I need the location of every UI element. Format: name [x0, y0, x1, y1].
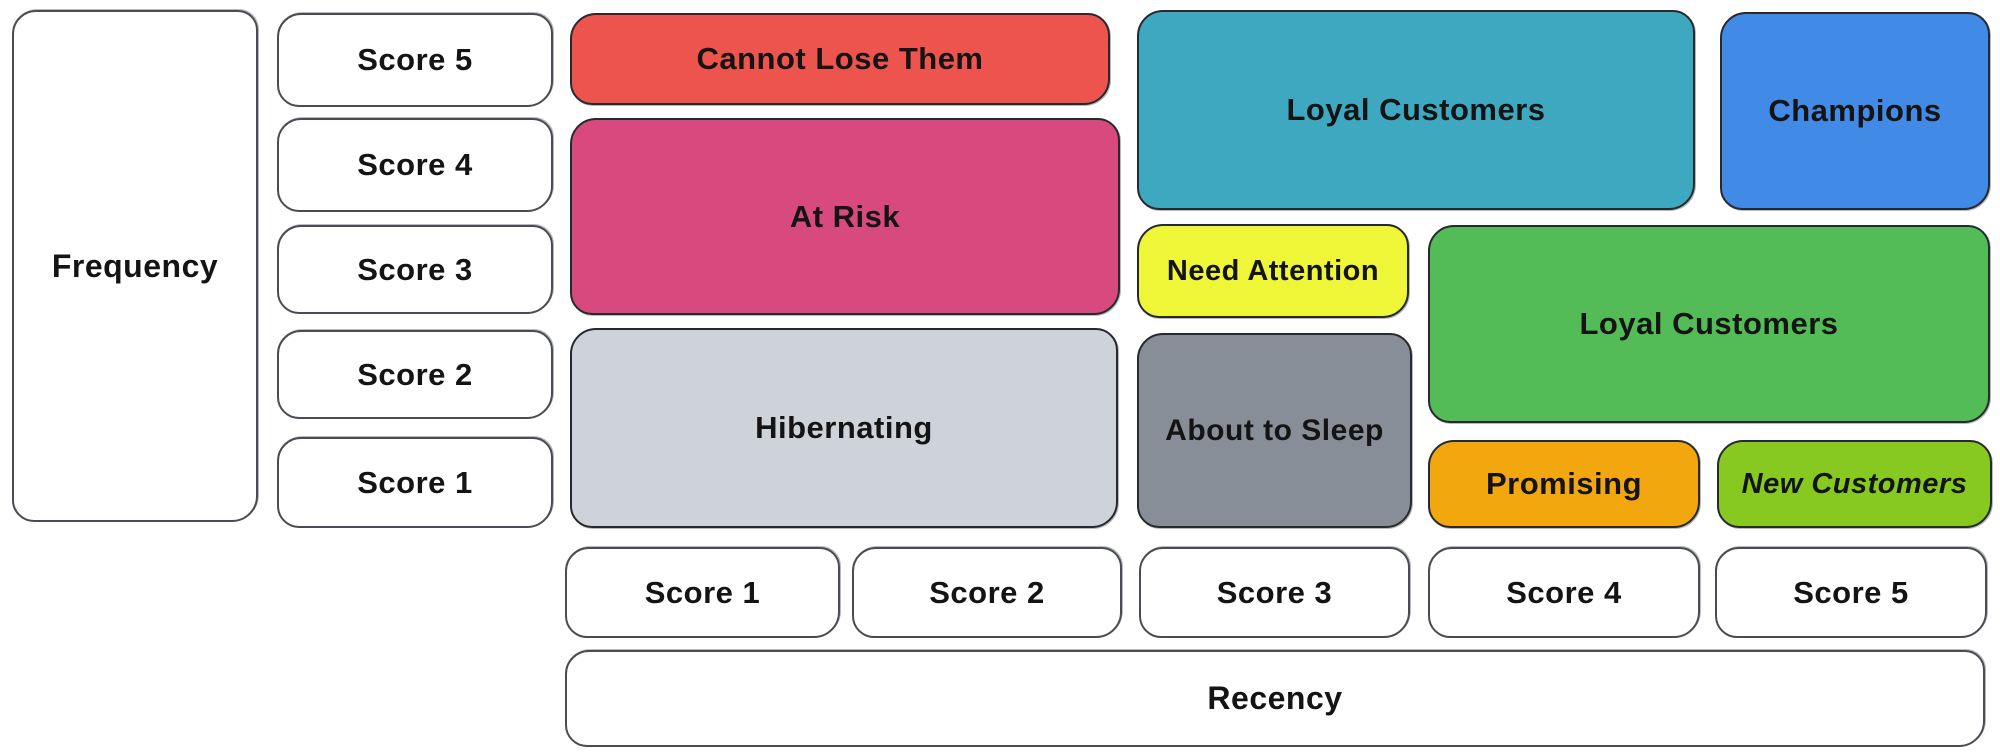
segment-hibernating-label: Hibernating [755, 410, 933, 445]
segment-cannot-lose-them-label: Cannot Lose Them [696, 41, 984, 76]
segment-champions-label: Champions [1768, 93, 1942, 128]
recency-score-1-box: Score 1 [565, 547, 840, 638]
frequency-axis-label: Frequency [51, 247, 219, 284]
recency-axis-box: Recency [565, 650, 1985, 747]
segment-loyal-customers-green-label: Loyal Customers [1579, 306, 1839, 341]
segment-champions: Champions [1720, 12, 1990, 210]
frequency-score-4-box: Score 4 [277, 118, 553, 212]
segment-need-attention-label: Need Attention [1166, 254, 1380, 287]
recency-score-5-label: Score 5 [1793, 574, 1909, 610]
segment-at-risk-label: At Risk [789, 198, 901, 234]
recency-score-1-label: Score 1 [644, 574, 761, 610]
recency-score-2-label: Score 2 [929, 574, 1045, 610]
recency-axis-label: Recency [1207, 680, 1343, 716]
frequency-score-5-label: Score 5 [357, 42, 473, 77]
frequency-score-5-box: Score 5 [277, 13, 553, 107]
recency-score-4-box: Score 4 [1428, 547, 1700, 638]
recency-score-2-box: Score 2 [852, 547, 1122, 638]
frequency-score-1-label: Score 1 [357, 464, 473, 500]
segment-about-to-sleep: About to Sleep [1137, 333, 1412, 528]
segment-promising: Promising [1428, 440, 1700, 528]
segment-new-customers: New Customers [1717, 440, 1992, 528]
recency-score-3-label: Score 3 [1216, 574, 1333, 610]
frequency-score-3-box: Score 3 [277, 225, 553, 314]
frequency-score-2-box: Score 2 [277, 330, 553, 419]
frequency-score-2-label: Score 2 [357, 356, 473, 392]
frequency-score-1-box: Score 1 [277, 437, 553, 528]
segment-loyal-customers-teal: Loyal Customers [1137, 10, 1695, 210]
recency-score-4-label: Score 4 [1506, 574, 1622, 610]
segment-need-attention: Need Attention [1137, 224, 1409, 318]
recency-score-3-box: Score 3 [1139, 547, 1410, 638]
segment-new-customers-label: New Customers [1741, 467, 1968, 500]
segment-hibernating: Hibernating [570, 328, 1118, 528]
frequency-axis-box: Frequency [12, 10, 258, 522]
segment-about-to-sleep-label: About to Sleep [1165, 413, 1384, 447]
frequency-score-4-label: Score 4 [357, 147, 473, 182]
segment-loyal-customers-green: Loyal Customers [1428, 225, 1990, 423]
segment-at-risk: At Risk [570, 118, 1120, 315]
segment-cannot-lose-them: Cannot Lose Them [570, 13, 1110, 105]
segment-loyal-customers-teal-label: Loyal Customers [1286, 92, 1546, 127]
frequency-score-3-label: Score 3 [357, 251, 473, 287]
recency-score-5-box: Score 5 [1715, 547, 1987, 638]
segment-promising-label: Promising [1485, 466, 1643, 501]
